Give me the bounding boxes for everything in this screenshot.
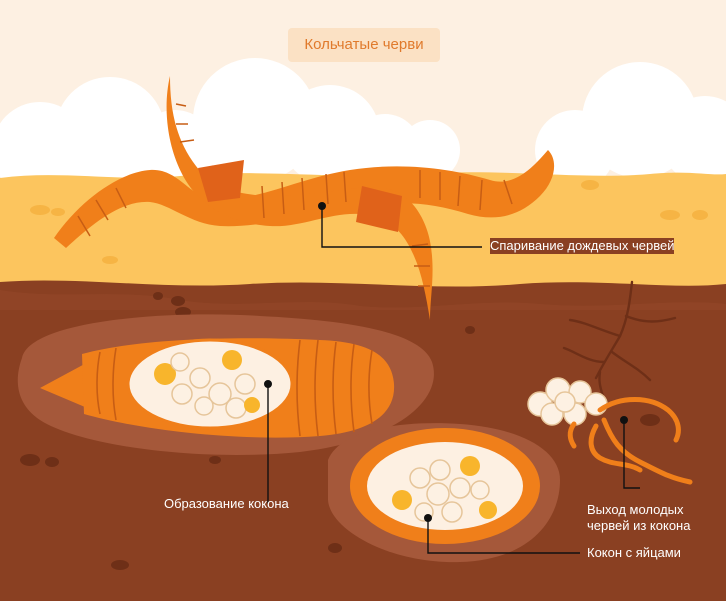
young-worms: [567, 397, 693, 485]
leader-young-exit: [620, 416, 640, 489]
mating-worm-segments: [77, 103, 513, 287]
worm-segments-lower: [96, 339, 373, 437]
plant-roots: [562, 280, 677, 402]
label-young-exit-line1: Выход молодых: [587, 502, 684, 517]
mating-worm-two: [166, 76, 433, 320]
label-mating: Спаривание дождевых червей: [490, 238, 675, 254]
eggs-in-forming-cocoon: [154, 350, 260, 419]
leader-cocoon-with-eggs: [424, 514, 580, 554]
cocoon-with-eggs-illustration: [350, 428, 540, 544]
label-young-exit-line2: червей из кокона: [587, 518, 691, 533]
clitellum-two: [356, 186, 402, 232]
pebbles: [20, 292, 660, 570]
young-worms-hatching: [527, 377, 693, 485]
page-title: Кольчатые черви: [288, 28, 440, 62]
leader-cocoon-formation: [264, 380, 272, 504]
worm-forming-cocoon: [40, 338, 395, 438]
leader-lines: [264, 202, 640, 554]
empty-cocoon-eggs: [527, 377, 608, 426]
clitellum-one: [198, 160, 244, 202]
label-cocoon-formation: Образование кокона: [164, 496, 289, 511]
leader-mating: [318, 202, 482, 248]
label-cocoon-with-eggs: Кокон с яйцами: [587, 545, 681, 560]
mating-worms: [54, 76, 555, 320]
